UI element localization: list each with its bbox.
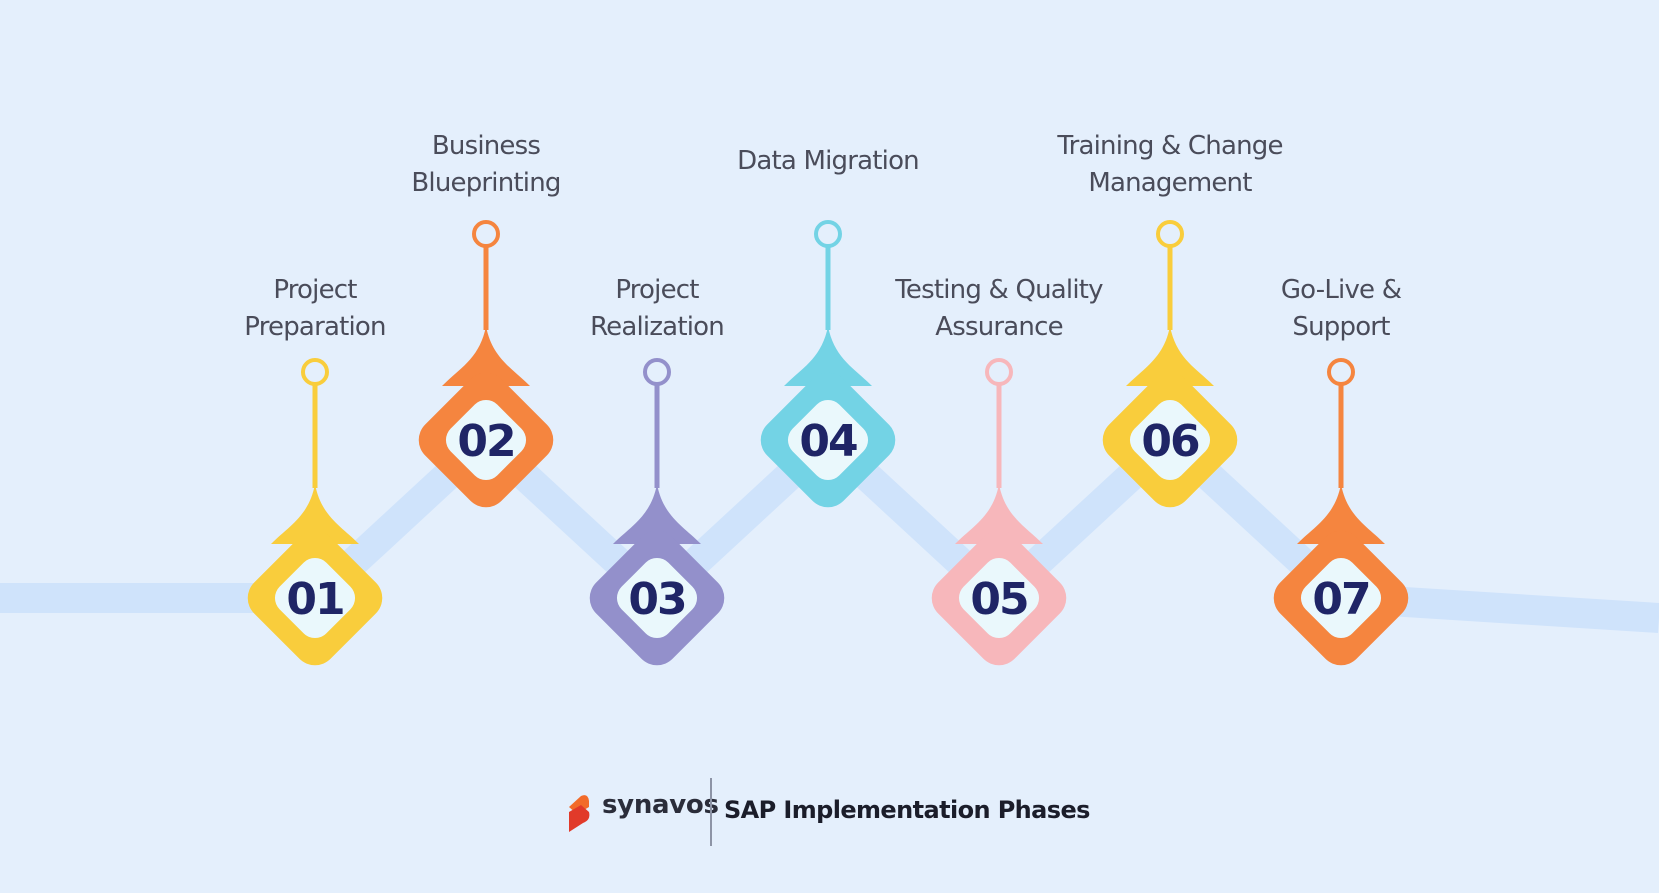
phase-connector bbox=[271, 484, 359, 544]
phase-label: Training & Change bbox=[1056, 131, 1282, 161]
phase-connector bbox=[442, 326, 530, 386]
phase-number: 03 bbox=[628, 574, 685, 625]
phase-label: Go-Live & bbox=[1281, 275, 1402, 305]
phase-04: 04 Data Migration bbox=[737, 146, 920, 508]
phase-connector bbox=[1297, 484, 1385, 544]
phase-label: Project bbox=[615, 275, 699, 305]
phase-label: Support bbox=[1292, 312, 1390, 342]
phase-diamond-inner bbox=[1300, 557, 1382, 639]
phase-number: 04 bbox=[799, 416, 857, 467]
phase-number: 07 bbox=[1312, 574, 1369, 625]
phase-07: 07 Go-Live & Support bbox=[1273, 275, 1409, 666]
phase-label: Blueprinting bbox=[411, 168, 560, 198]
phase-connector bbox=[955, 484, 1043, 544]
phase-connector bbox=[784, 326, 872, 386]
phase-label: Realization bbox=[590, 312, 724, 342]
phase-diamond-inner bbox=[274, 557, 356, 639]
phase-diamond-inner bbox=[1129, 399, 1211, 481]
phase-label: Project bbox=[273, 275, 357, 305]
phase-label: Preparation bbox=[244, 312, 385, 342]
phase-label: Assurance bbox=[935, 312, 1063, 342]
phase-connector bbox=[613, 484, 701, 544]
phase-ring-icon bbox=[814, 220, 842, 248]
phase-label: Management bbox=[1088, 168, 1252, 198]
phase-label: Testing & Quality bbox=[894, 275, 1103, 305]
phase-ring-icon bbox=[643, 358, 671, 386]
phase-ring-icon bbox=[301, 358, 329, 386]
phase-number: 06 bbox=[1141, 416, 1199, 467]
phase-ring-icon bbox=[1156, 220, 1184, 248]
phase-number: 05 bbox=[970, 574, 1027, 625]
phase-ring-icon bbox=[985, 358, 1013, 386]
phase-diamond-inner bbox=[958, 557, 1040, 639]
phase-diamond-inner bbox=[616, 557, 698, 639]
phase-ring-icon bbox=[472, 220, 500, 248]
phase-ring-icon bbox=[1327, 358, 1355, 386]
phase-number: 02 bbox=[457, 416, 514, 467]
phase-label: Data Migration bbox=[737, 146, 919, 176]
phase-diamond-inner bbox=[787, 399, 869, 481]
phase-diamond-inner bbox=[445, 399, 527, 481]
phase-label: Business bbox=[432, 131, 541, 161]
phase-connector bbox=[1126, 326, 1214, 386]
phase-number: 01 bbox=[286, 574, 343, 625]
